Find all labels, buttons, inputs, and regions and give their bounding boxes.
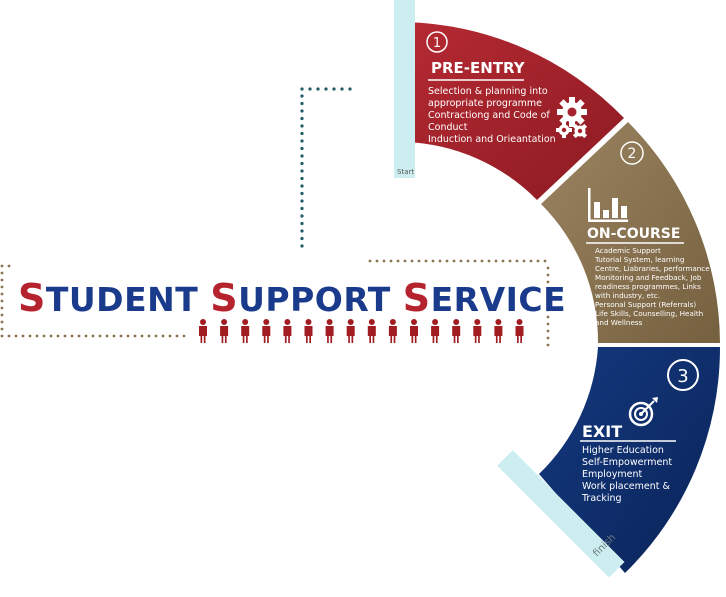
stage-title: PRE-ENTRY xyxy=(431,59,526,77)
person-icon xyxy=(325,319,334,343)
stage-item: Conduct xyxy=(428,122,468,133)
finish-bar xyxy=(497,450,625,578)
stage-item: Selection & planning into xyxy=(428,86,548,97)
title-word: TUDENT xyxy=(46,280,210,319)
person-icon xyxy=(220,319,229,343)
stage-pre-entry: 1 PRE-ENTRY Selection & planning into ap… xyxy=(405,22,624,200)
person-icon xyxy=(410,319,418,343)
stage-number-circle xyxy=(620,141,644,165)
person-icon xyxy=(473,319,482,343)
stage-title: ON-COURSE xyxy=(587,226,680,242)
finish-marker: finish xyxy=(497,450,625,578)
person-icon xyxy=(367,319,376,343)
person-icon xyxy=(262,319,271,343)
person-icon xyxy=(494,319,503,343)
stage-exit: 3 EXIT Higher Education Self-Empowerment… xyxy=(539,347,721,573)
stage-segment-exit xyxy=(539,347,721,573)
person-icon xyxy=(241,319,250,343)
stage-item: appropriate programme xyxy=(428,98,542,109)
start-marker: Start xyxy=(394,0,415,178)
person-icon xyxy=(388,319,397,343)
person-icon xyxy=(283,319,292,343)
stage-item: Personal Support (Referrals) xyxy=(595,300,696,309)
stage-item: Higher Education xyxy=(582,445,664,456)
title-word: UPPORT xyxy=(238,280,403,319)
start-bar xyxy=(394,0,415,178)
stage-item: Academic Support xyxy=(595,246,661,255)
stage-item: Employment xyxy=(582,469,642,480)
stage-segment-pre-entry xyxy=(405,22,624,200)
start-label: Start xyxy=(397,168,414,176)
stage-number: 3 xyxy=(677,366,688,387)
stage-items: Higher Education Self-Empowerment Employ… xyxy=(581,445,675,504)
person-icon xyxy=(452,319,461,343)
person-icon xyxy=(199,319,207,343)
dotted-frame-left xyxy=(0,264,186,338)
title-word: ERVICE xyxy=(431,280,567,319)
stage-item: with industry, etc. xyxy=(595,291,660,300)
stage-items: Academic Support Tutorial System, learni… xyxy=(594,246,712,327)
stage-number-circle xyxy=(426,31,448,53)
person-icon xyxy=(346,319,355,343)
person-icon xyxy=(304,319,313,343)
stage-item: Tracking xyxy=(581,493,622,504)
title-initial: S xyxy=(403,276,431,320)
person-icon xyxy=(515,319,524,343)
stage-on-course: 2 ON-COURSE Academic Support Tutorial Sy… xyxy=(541,122,720,343)
bar-chart-icon xyxy=(588,188,628,222)
stage-title: EXIT xyxy=(582,422,622,441)
stage-number: 1 xyxy=(433,36,441,51)
stage-item: Contractiong and Code of xyxy=(428,110,550,121)
title-initial: S xyxy=(18,276,46,320)
stage-item: Centre, Liabraries, performance xyxy=(595,264,710,273)
gears-icon xyxy=(556,97,588,139)
stage-item: Work placement & xyxy=(582,481,670,492)
stage-items: Selection & planning into appropriate pr… xyxy=(428,86,556,145)
diagram-title: STUDENT SUPPORT SERVICE xyxy=(18,276,566,320)
stage-item: readiness programmes, Links xyxy=(595,282,701,291)
title-initial: S xyxy=(210,276,238,320)
stage-item: Monitoring and Feedback, Job xyxy=(595,273,702,282)
stage-item: Self-Empowerment xyxy=(582,457,672,468)
dotted-frame-right xyxy=(368,259,550,347)
stage-segment-on-course xyxy=(541,122,720,343)
target-icon xyxy=(628,397,658,427)
stage-item: Life Skills, Counselling, Health xyxy=(595,309,703,318)
stage-number-circle xyxy=(667,359,699,391)
stage-number: 2 xyxy=(628,146,637,162)
people-row xyxy=(199,319,524,343)
person-icon xyxy=(431,319,440,343)
dotted-connector-top xyxy=(300,87,352,248)
stage-item: Tutorial System, learning xyxy=(594,255,684,264)
stage-item: and Wellness xyxy=(595,318,643,327)
stage-item: Induction and Orieantation xyxy=(428,134,556,145)
